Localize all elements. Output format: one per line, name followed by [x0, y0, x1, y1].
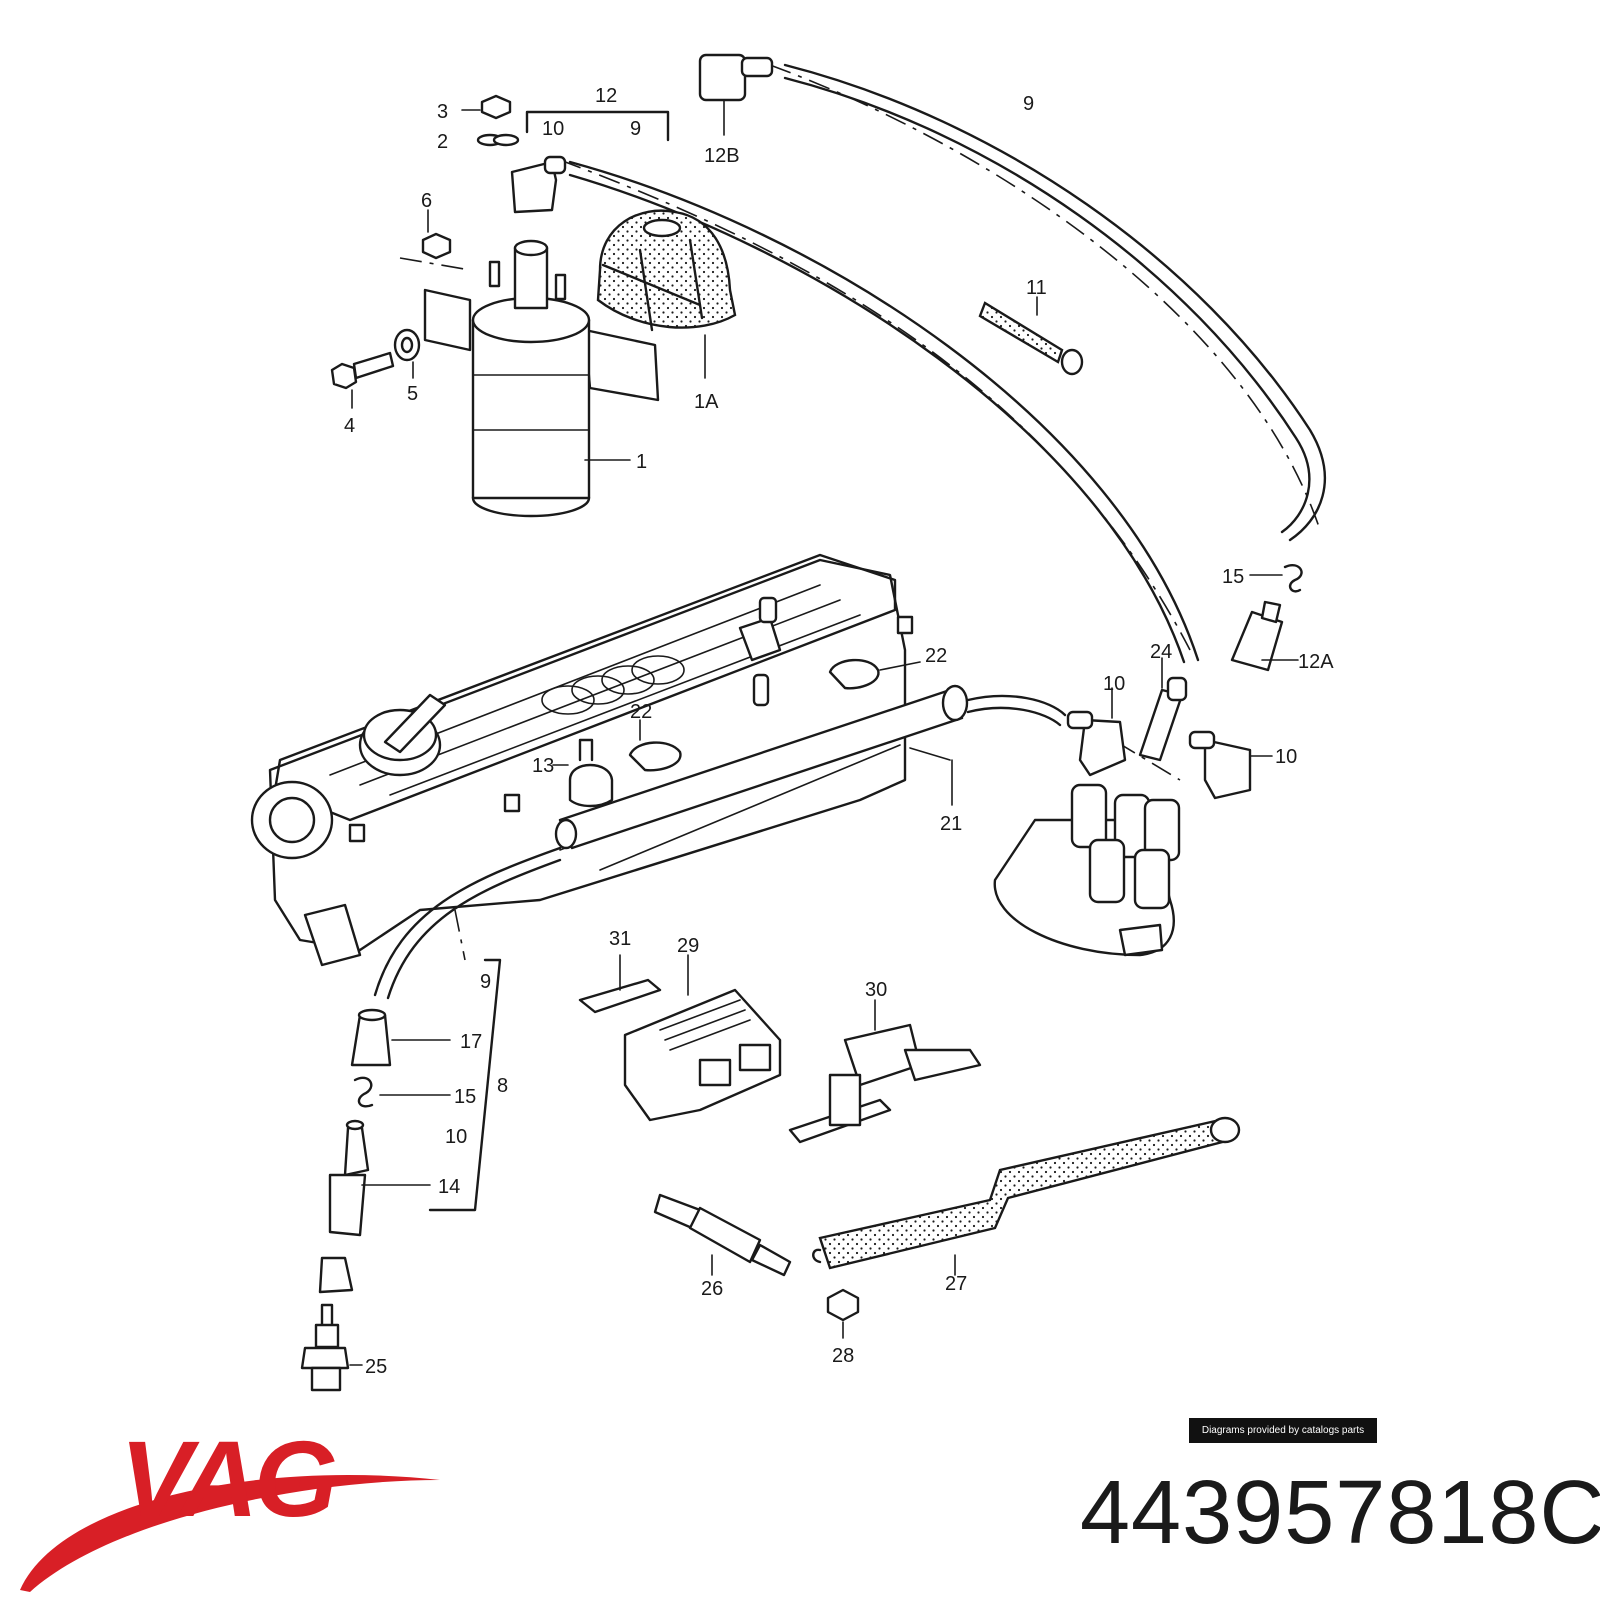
callout-1: 1 — [636, 451, 647, 473]
ignition-cable-short — [966, 694, 1067, 717]
bracket-8 — [428, 958, 502, 1212]
callout-28: 28 — [832, 1345, 854, 1367]
callout-6: 6 — [421, 190, 432, 212]
bolt-4 — [330, 351, 395, 409]
callout-26: 26 — [701, 1278, 723, 1300]
callout-15-lower: 15 — [454, 1086, 476, 1108]
callout-13: 13 — [532, 755, 554, 777]
callout-8: 8 — [497, 1075, 508, 1097]
callout-25: 25 — [365, 1356, 387, 1378]
callout-30: 30 — [865, 979, 887, 1001]
callout-22-left: 22 — [630, 701, 652, 723]
callout-29: 29 — [677, 935, 699, 957]
callout-14: 14 — [438, 1176, 460, 1198]
ignition-cable-lower — [373, 846, 562, 1000]
callout-15-top: 15 — [1222, 566, 1244, 588]
callout-9-lower: 9 — [480, 971, 491, 993]
callout-10-lower: 10 — [445, 1126, 467, 1148]
ground-strap — [812, 1116, 1241, 1276]
callout-24: 24 — [1150, 641, 1172, 663]
ignition-coil — [423, 239, 660, 518]
cable-guide-rail — [554, 684, 969, 850]
nut-3 — [461, 94, 512, 120]
callout-11: 11 — [1026, 277, 1047, 299]
distributor-cap — [993, 783, 1181, 957]
diagram-credit-badge: Diagrams provided by catalogs parts — [1189, 1418, 1377, 1443]
callout-17: 17 — [460, 1031, 482, 1053]
callout-4: 4 — [344, 415, 355, 437]
callout-9-top: 9 — [630, 118, 641, 140]
part-number: 443957818C — [1080, 1463, 1600, 1563]
callout-31: 31 — [609, 928, 631, 950]
callout-1a: 1A — [694, 391, 719, 413]
callout-22-right: 22 — [925, 645, 947, 667]
callout-10-top: 10 — [542, 118, 564, 140]
callout-9-long: 9 — [1023, 93, 1034, 115]
vag-logo: VAG — [120, 1418, 338, 1539]
control-unit-29 — [623, 954, 782, 1122]
ignition-cable-long — [783, 63, 1327, 542]
connector-12b — [698, 53, 774, 136]
callout-10-dist-right: 10 — [1275, 746, 1297, 768]
callout-12: 12 — [595, 85, 617, 107]
nut-28 — [826, 1288, 860, 1339]
spark-plug-boot — [318, 1256, 354, 1294]
connector-12a — [1230, 600, 1299, 672]
bracket-12 — [525, 110, 670, 142]
callout-12b: 12B — [704, 145, 740, 167]
vag-logo-swoosh — [20, 1474, 440, 1592]
washer-2 — [476, 133, 520, 147]
clip-15-lower — [353, 1076, 451, 1108]
callout-5: 5 — [407, 383, 418, 405]
callout-3: 3 — [437, 101, 448, 123]
connector-10-left-dist — [1066, 687, 1127, 777]
connector-10-right-dist — [1188, 730, 1273, 800]
callout-21: 21 — [940, 813, 962, 835]
cylinder-head — [250, 553, 914, 967]
control-unit-30 — [788, 999, 982, 1144]
spark-plug — [300, 1303, 363, 1392]
cable-tie — [978, 296, 1084, 376]
clamp-22-left — [628, 719, 682, 772]
gasket-31 — [578, 954, 662, 1014]
clamp-22-right — [828, 658, 921, 690]
connector-24 — [1138, 657, 1188, 762]
callout-10-dist-left: 10 — [1103, 673, 1125, 695]
callout-2: 2 — [437, 131, 448, 153]
callout-12a: 12A — [1298, 651, 1334, 673]
connector-10-top — [510, 155, 567, 214]
sensor-26 — [653, 1193, 792, 1277]
callout-27: 27 — [945, 1273, 967, 1295]
clip-13 — [552, 738, 614, 808]
washer-5 — [393, 328, 421, 379]
spark-plug-connector — [328, 1119, 431, 1237]
connector-17 — [350, 1008, 451, 1067]
nut-6 — [421, 209, 452, 260]
clip-15-top — [1249, 564, 1303, 593]
cover-cap — [596, 209, 737, 379]
